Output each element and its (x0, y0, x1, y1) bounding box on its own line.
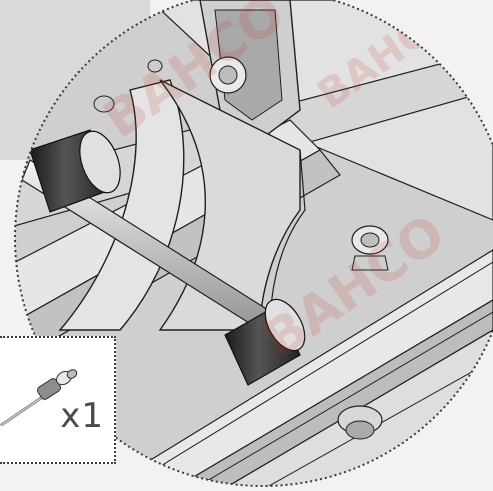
pin-part-icon (0, 369, 78, 426)
part-callout-box: x1 (0, 336, 116, 464)
quantity-label: x1 (60, 396, 104, 436)
spacer-left (29, 129, 121, 213)
spacer-right (224, 298, 306, 386)
